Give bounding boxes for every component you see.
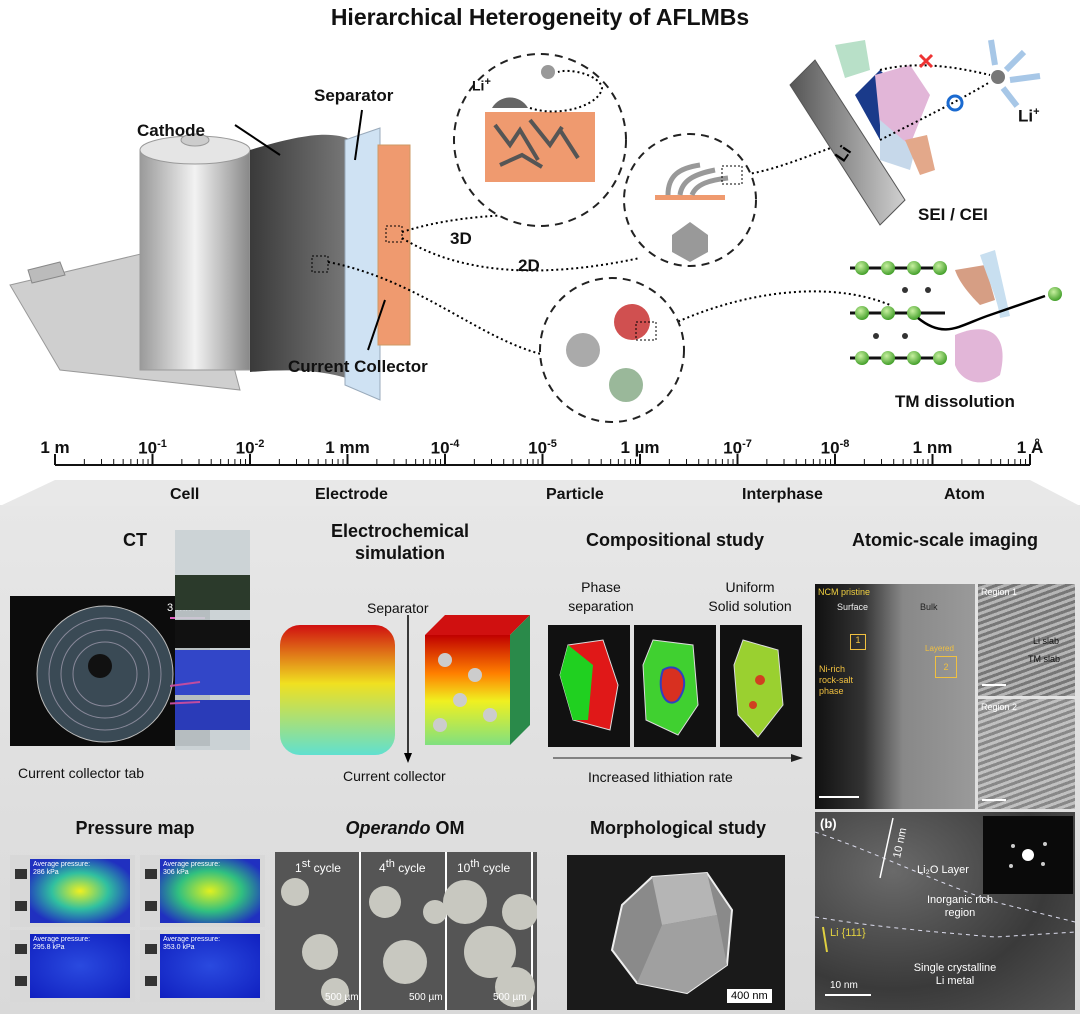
- li-ion-label-2: Li+: [1018, 106, 1040, 126]
- sei-cei-label: SEI / CEI: [918, 205, 988, 224]
- li-ion-label-1: Li+: [472, 76, 491, 94]
- scale-tick-label: 1 mm: [325, 438, 370, 457]
- li-metal-slab: [789, 59, 906, 226]
- category-cell: Cell: [170, 486, 200, 503]
- region2-image: Region 2: [978, 699, 1075, 809]
- category-particle: Particle: [546, 486, 604, 503]
- scale-tick-label: 10-8: [820, 438, 850, 458]
- category-electrode: Electrode: [315, 486, 388, 503]
- hierarchy-illustration: [9, 39, 1062, 423]
- scale-tick-label: 1 Å: [1016, 438, 1044, 457]
- ct-title: CT: [123, 530, 147, 550]
- ncm-haadf-image: NCM pristine Surface Bulk 1 Layered 2 Ni…: [815, 584, 975, 809]
- scale-tick-label: 1 nm: [912, 438, 953, 457]
- scale-tick-label: 10-1: [138, 438, 167, 458]
- om-cycle-4: 4th cycle: [379, 858, 426, 875]
- fft-inset: [983, 816, 1073, 894]
- separator-sheet: [344, 127, 381, 401]
- label-3d: 3D: [450, 229, 472, 248]
- compositional-images: [548, 625, 802, 747]
- simulation-graphic: [280, 615, 530, 763]
- scale-tick-label: 1 µm: [620, 438, 660, 457]
- cathode-sheet: [250, 134, 352, 380]
- cylinder-body: [139, 149, 251, 371]
- lithiation-rate-label: Increased lithiation rate: [588, 769, 733, 785]
- pressure-map-cell: Average pressure:353.0 kPa: [140, 930, 265, 1002]
- compositional-title: Compositional study: [585, 530, 764, 550]
- scale-tick-label: 1 m: [40, 438, 70, 457]
- pressure-map-cell: Average pressure:286 kPa: [10, 855, 135, 927]
- scale-tick-label: 10-4: [430, 438, 460, 458]
- category-interphase: Interphase: [742, 486, 823, 503]
- figure-title: Hierarchical Heterogeneity of AFLMBs: [330, 4, 750, 30]
- sim-separator-label: Separator: [367, 600, 429, 616]
- cathode-label: Cathode: [137, 121, 205, 140]
- pressure-map-title: Pressure map: [75, 818, 195, 838]
- operando-om-title: Operando OM: [345, 818, 465, 838]
- pressure-map-cell: Average pressure:295.8 kPa: [10, 930, 135, 1002]
- atomic-title: Atomic-scale imaging: [851, 530, 1039, 550]
- morphological-title: Morphological study: [589, 818, 766, 838]
- scale-tick-label: 10-7: [723, 438, 752, 458]
- om-cycle-1: 1st cycle: [295, 858, 341, 875]
- ct-caption: Current collector tab: [18, 765, 145, 781]
- sim-current-collector-label: Current collector: [343, 768, 446, 784]
- pressure-map-cell: Average pressure:306 kPa: [140, 855, 265, 927]
- ct-stack-graphic: [170, 530, 250, 750]
- current-collector-sheet: [377, 144, 411, 346]
- tm-dissolution-graphic: [850, 250, 1062, 383]
- region1-image: Region 1 Li slab TM slab: [978, 584, 1075, 696]
- tab-shape: [27, 261, 66, 284]
- circle-particle: [539, 277, 685, 423]
- separator-label: Separator: [314, 86, 394, 105]
- scale-tick-label: 10-2: [235, 438, 265, 458]
- current-collector-label: Current Collector: [288, 357, 428, 376]
- category-atom: Atom: [944, 486, 985, 503]
- om-images: 1st cycle 4th cycle 10th cycle 500 µm 50…: [275, 852, 537, 1010]
- label-2d: 2D: [518, 256, 540, 275]
- om-cycle-10: 10th cycle: [457, 858, 511, 875]
- sem-image: 400 nm: [567, 855, 785, 1010]
- tm-dissolution-label: TM dissolution: [895, 392, 1015, 411]
- scale-tick-label: 10-5: [528, 438, 557, 458]
- length-scale-axis: [54, 454, 1031, 466]
